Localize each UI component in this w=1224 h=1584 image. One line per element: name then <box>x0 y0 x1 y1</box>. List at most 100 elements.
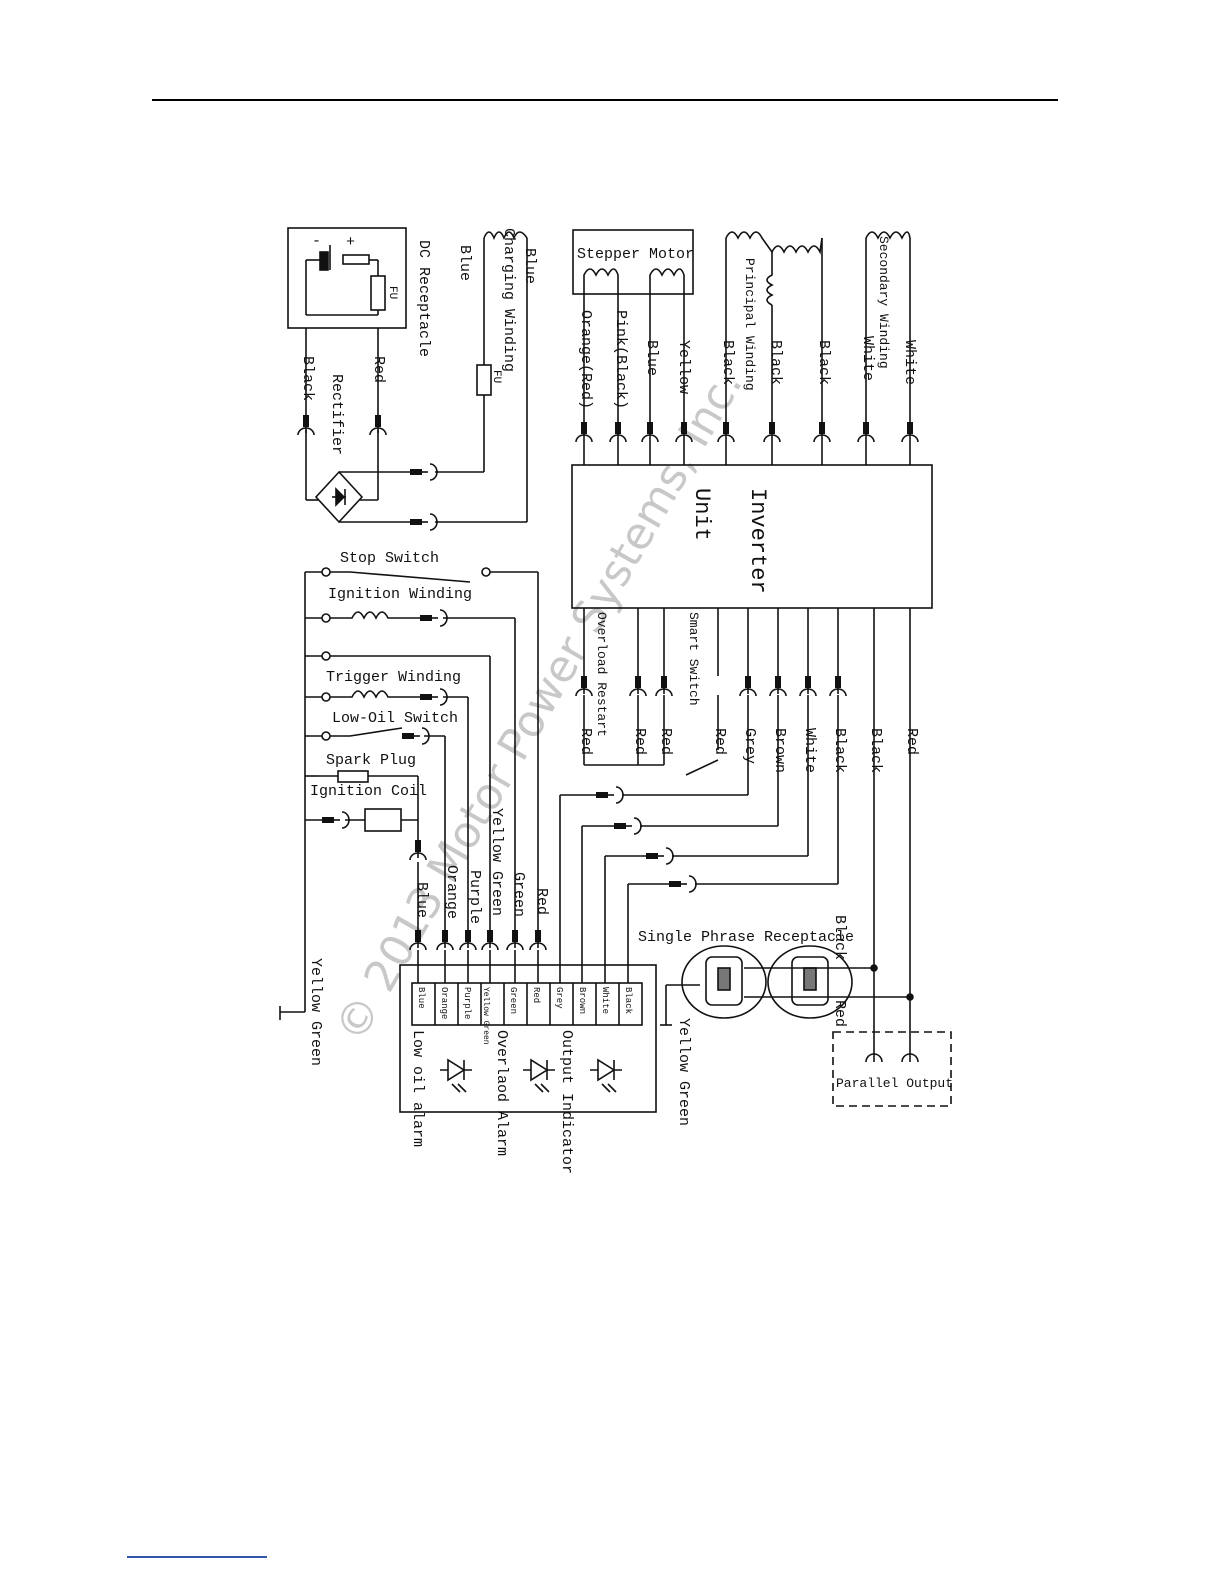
secondary-winding-label: Secondary Winding <box>876 236 891 369</box>
overlaod-alarm-label: Overlaod Alarm <box>493 1030 510 1156</box>
connector-v <box>409 930 427 951</box>
inv-wire-3: Red <box>711 728 728 755</box>
inv-wire-1: Red <box>631 728 648 755</box>
connector-v <box>901 422 919 443</box>
inv-wire-0: Red <box>577 728 594 755</box>
stepper-motor-label: Stepper Motor <box>577 246 694 263</box>
fu-label-dc: FU <box>386 286 398 299</box>
charging-winding-label: Charging Winding <box>500 228 517 372</box>
terminal-5: Red <box>531 987 541 1003</box>
connector-v <box>506 930 524 951</box>
dc-fuse <box>370 275 386 311</box>
principal-winding-coil <box>725 231 823 255</box>
terminal-4: Green <box>508 987 518 1014</box>
terminal-9: Black <box>623 987 633 1014</box>
dc-minus: - <box>312 233 321 250</box>
connector-v <box>829 676 847 697</box>
connector-v <box>857 422 875 443</box>
secondary-wire-1: White <box>901 340 918 385</box>
connector-h <box>646 847 674 865</box>
single-phrase-receptacle-label: Single Phrase Receptacle <box>638 929 854 946</box>
connector-v <box>436 930 454 951</box>
ign-wire-orange: Orange <box>443 865 460 919</box>
secondary-wire-0: White <box>859 336 876 381</box>
connector-v <box>769 676 787 697</box>
secondary-winding-coil <box>865 231 911 240</box>
footer-rule <box>127 1556 267 1558</box>
receptacle-1 <box>681 945 767 1019</box>
inverter-unit-box <box>571 464 933 609</box>
connector-v <box>629 676 647 697</box>
inv-wire-9: Red <box>903 728 920 755</box>
connector-v <box>813 422 831 443</box>
wire-label-blue-charging-b: Blue <box>521 248 538 284</box>
ign-wire-green: Green <box>510 872 527 917</box>
fu-label-charging: FU <box>490 370 502 383</box>
connector-h <box>410 513 438 531</box>
led-output-icon <box>590 1058 622 1093</box>
parallel-output-label: Parallel Output <box>836 1076 953 1091</box>
connector-v <box>641 422 659 443</box>
connector-v <box>717 422 735 443</box>
receptacle-black-label: Black <box>831 915 848 960</box>
inv-wire-5: Brown <box>771 728 788 773</box>
principal-wire-1: Black <box>767 340 784 385</box>
connector-h <box>322 811 350 829</box>
connector-h <box>420 688 448 706</box>
connector-v <box>655 676 673 697</box>
wire-label-red-rect: Red <box>370 356 387 383</box>
terminal-1: Orange <box>439 987 449 1019</box>
principal-wire-2: Black <box>815 340 832 385</box>
ground-receptacle-label: Yellow Green <box>675 1018 692 1126</box>
unit-label: Unit <box>689 488 714 541</box>
connector-v <box>369 415 387 436</box>
ign-wire-red: Red <box>533 888 550 915</box>
led-overload-icon <box>523 1058 555 1093</box>
receptacle-red-label: Red <box>831 1000 848 1027</box>
inv-wire-4: Grey <box>741 728 758 764</box>
inverter-label: Inverter <box>745 488 770 594</box>
dc-receptacle-label: DC Receptacle <box>415 240 432 357</box>
connector-v <box>763 422 781 443</box>
inv-wire-2: Red <box>657 728 674 755</box>
connector-h <box>669 875 697 893</box>
overload-restart-label: Overload Restart <box>594 612 609 737</box>
ground-left-label: Yellow Green <box>307 958 324 1066</box>
connector-v <box>575 676 593 697</box>
connector-v <box>529 930 547 951</box>
indicator-panel-box <box>399 964 657 1113</box>
connector-h <box>420 609 448 627</box>
terminal-7: Brown <box>577 987 587 1014</box>
inv-wire-7: Black <box>831 728 848 773</box>
connector-v <box>409 840 427 861</box>
charging-fuse <box>476 364 492 396</box>
led-low-oil-icon <box>440 1058 472 1093</box>
connector-h <box>596 786 624 804</box>
header-rule <box>152 99 1058 101</box>
output-indicator-label: Output Indicator <box>558 1030 575 1174</box>
low-oil-switch-label: Low-Oil Switch <box>332 710 458 727</box>
connector-h <box>402 727 430 745</box>
ignition-coil-box <box>364 808 402 832</box>
connector-v <box>481 930 499 951</box>
stop-switch-label: Stop Switch <box>340 550 439 567</box>
terminal-2: Purple <box>462 987 472 1019</box>
connector-h <box>614 817 642 835</box>
ign-wire-yellow-green: Yellow Green <box>488 808 505 916</box>
stepper-wire-2: Blue <box>643 340 660 376</box>
connector-v <box>609 422 627 443</box>
principal-wire-0: Black <box>719 340 736 385</box>
ignition-coil-label: Ignition Coil <box>310 783 427 800</box>
connector-set <box>297 415 919 951</box>
terminal-0: Blue <box>416 987 426 1009</box>
smart-switch-label: Smart Switch <box>686 612 701 706</box>
ign-wire-blue: Blue <box>413 882 430 918</box>
dc-receptacle-box <box>287 227 407 329</box>
inv-wire-6: White <box>801 728 818 773</box>
terminal-8: White <box>600 987 610 1014</box>
connector-v <box>739 676 757 697</box>
wire-label-black-rect: Black <box>299 356 316 401</box>
connector-h <box>410 463 438 481</box>
charging-winding-coil <box>483 231 528 241</box>
dc-plus: + <box>346 234 355 251</box>
